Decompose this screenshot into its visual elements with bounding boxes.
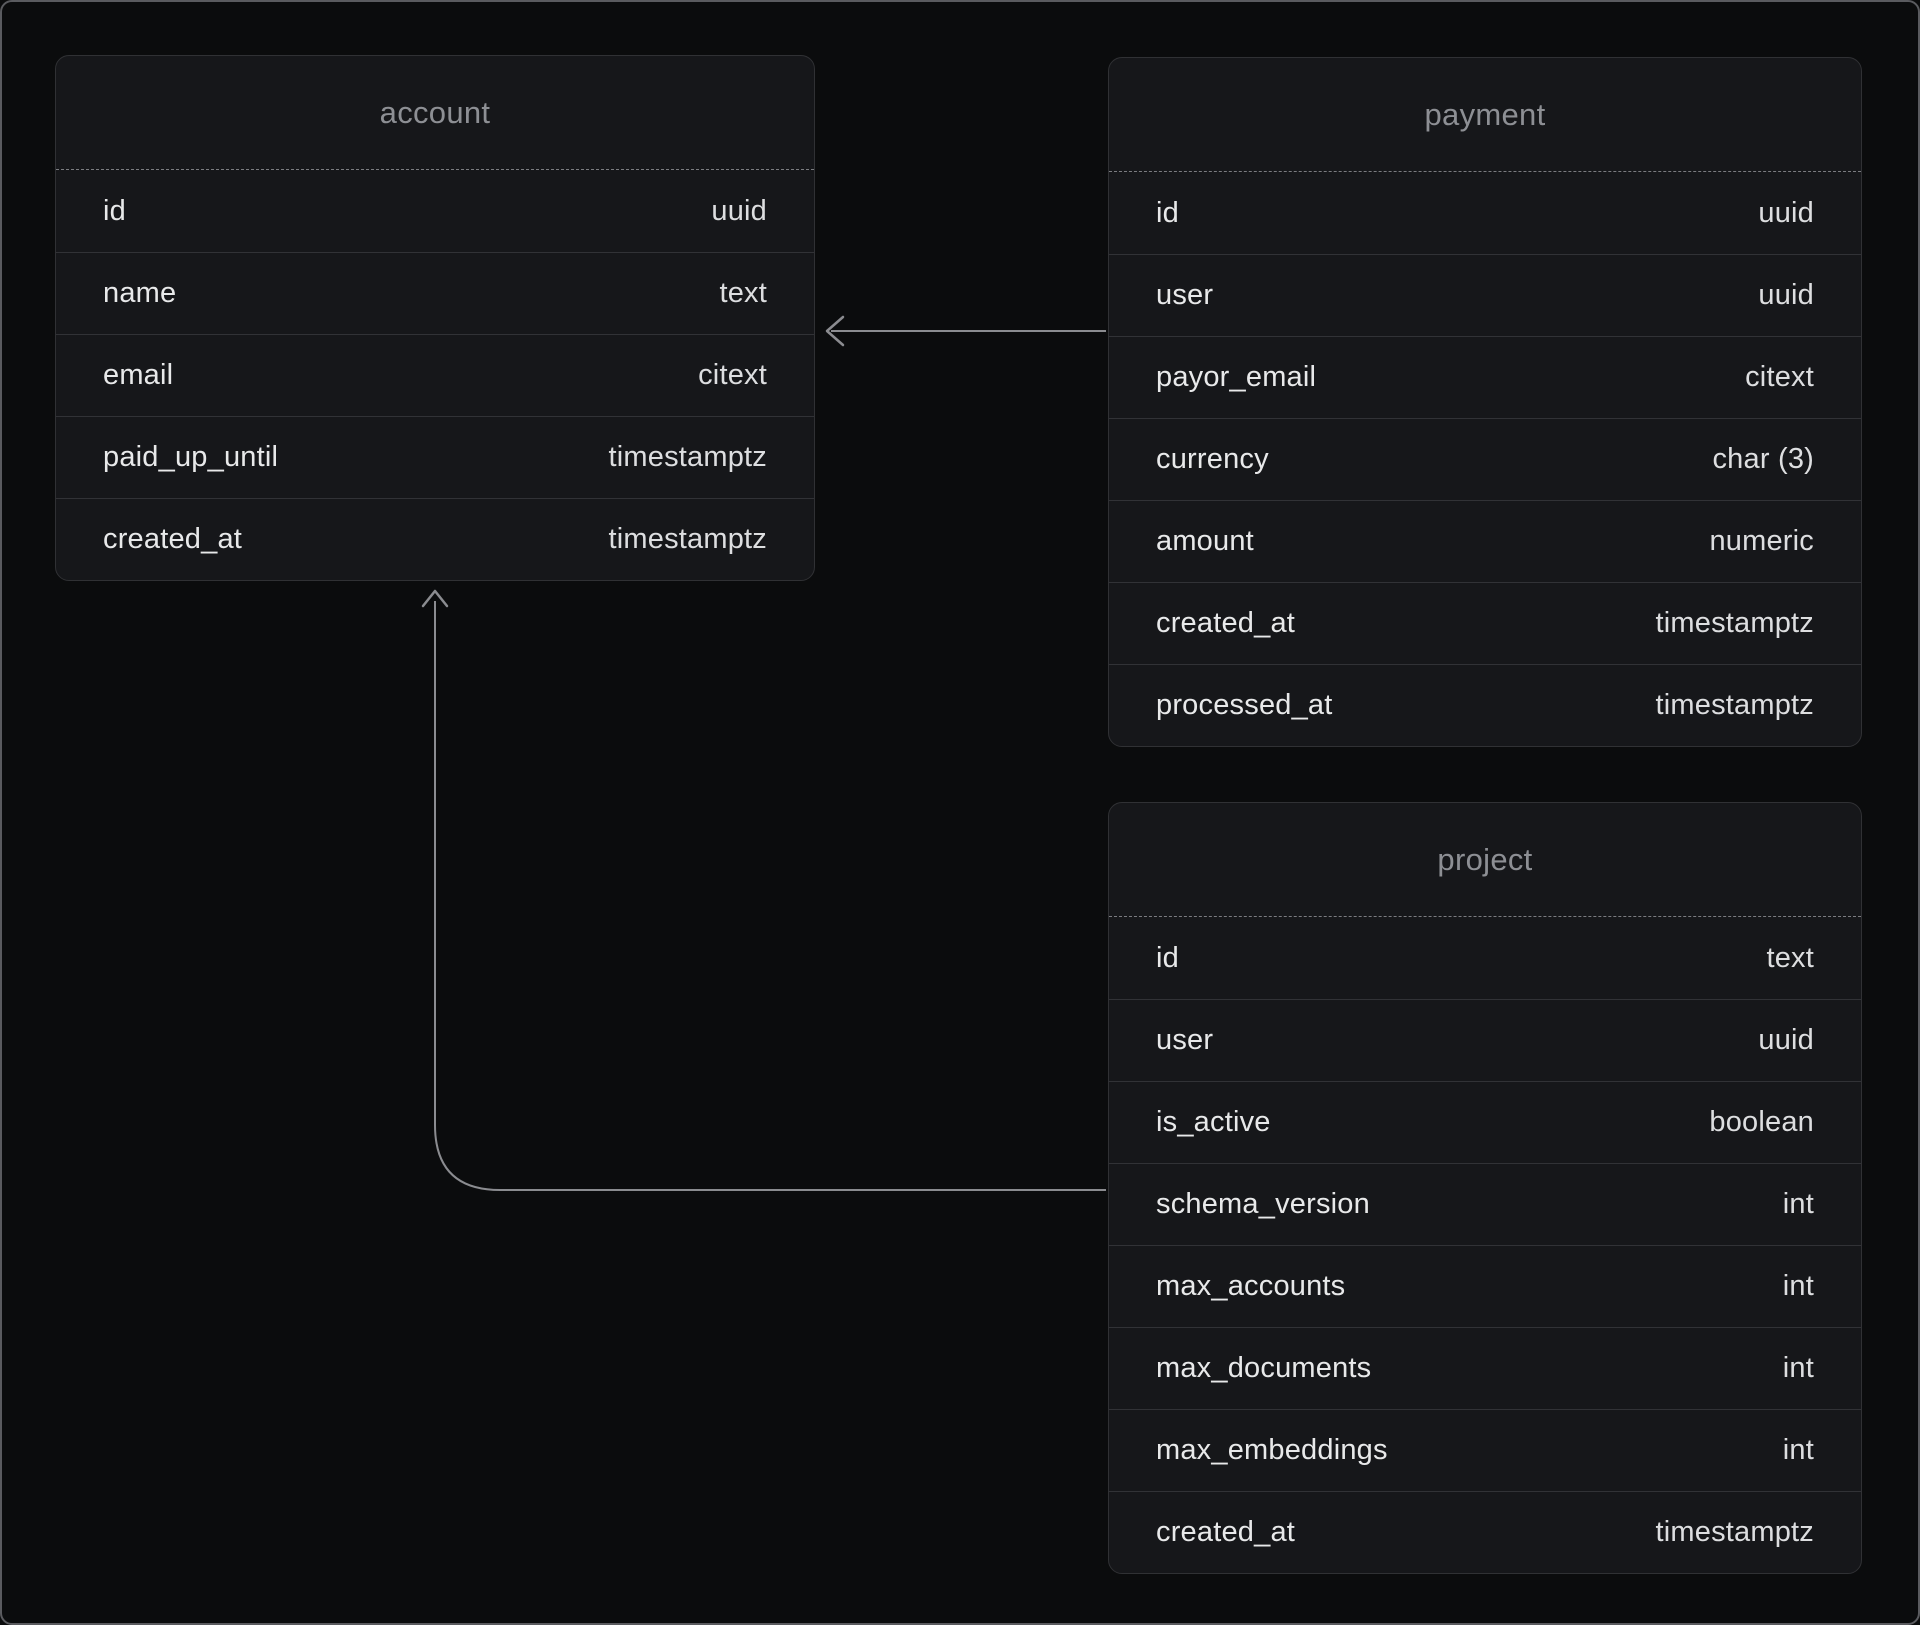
table-row[interactable]: payor_email citext <box>1109 336 1861 418</box>
column-type: int <box>1782 1270 1814 1302</box>
table-row[interactable]: user uuid <box>1109 999 1861 1081</box>
table-row[interactable]: is_active boolean <box>1109 1081 1861 1163</box>
column-name: id <box>103 194 126 227</box>
column-name: is_active <box>1156 1106 1271 1138</box>
table-row[interactable]: created_at timestamptz <box>1109 1491 1861 1573</box>
table-row[interactable]: max_embeddings int <box>1109 1409 1861 1491</box>
column-name: amount <box>1156 525 1254 557</box>
column-name: user <box>1156 1024 1214 1056</box>
column-type: numeric <box>1709 525 1814 557</box>
table-title: project <box>1437 841 1533 877</box>
table-card-payment[interactable]: payment id uuid user uuid payor_email citext c… <box>1108 57 1862 747</box>
column-type: uuid <box>1758 1024 1814 1056</box>
column-type: boolean <box>1709 1106 1814 1138</box>
column-type: int <box>1782 1188 1814 1220</box>
table-row[interactable]: created_at timestamptz <box>1109 582 1861 664</box>
column-name: id <box>1156 196 1179 229</box>
relationship-arrow-project-account <box>421 589 1106 1191</box>
table-row[interactable]: schema_version int <box>1109 1163 1861 1245</box>
table-title: account <box>379 94 491 130</box>
table-card-account[interactable]: account id uuid name text email citext paid_up… <box>55 55 815 581</box>
column-type: citext <box>1745 361 1814 393</box>
table-title: payment <box>1424 96 1546 132</box>
column-name: user <box>1156 279 1214 311</box>
column-type: timestamptz <box>608 441 767 473</box>
column-type: timestamptz <box>1655 689 1814 721</box>
table-row[interactable]: max_documents int <box>1109 1327 1861 1409</box>
column-name: schema_version <box>1156 1188 1370 1220</box>
column-type: uuid <box>1758 196 1814 229</box>
column-name: paid_up_until <box>103 441 279 473</box>
column-type: text <box>719 277 767 309</box>
column-type: int <box>1782 1352 1814 1384</box>
table-card-project[interactable]: project id text user uuid is_active boolean sc… <box>1108 802 1862 1574</box>
table-columns: id text user uuid is_active boolean schema_ver… <box>1109 917 1861 1573</box>
column-type: timestamptz <box>1655 1516 1814 1548</box>
column-name: name <box>103 277 177 309</box>
column-name: created_at <box>1156 1516 1296 1548</box>
column-type: uuid <box>1758 279 1814 311</box>
table-row[interactable]: currency char (3) <box>1109 418 1861 500</box>
table-row[interactable]: amount numeric <box>1109 500 1861 582</box>
table-row[interactable]: user uuid <box>1109 254 1861 336</box>
column-name: processed_at <box>1156 689 1333 721</box>
column-type: citext <box>698 359 767 391</box>
column-type: uuid <box>711 194 767 227</box>
column-name: max_documents <box>1156 1352 1372 1384</box>
table-header[interactable]: project <box>1109 803 1861 917</box>
table-row[interactable]: email citext <box>56 334 814 416</box>
column-type: timestamptz <box>608 523 767 555</box>
table-row[interactable]: max_accounts int <box>1109 1245 1861 1327</box>
column-name: created_at <box>1156 607 1296 639</box>
column-name: created_at <box>103 523 243 555</box>
table-row[interactable]: created_at timestamptz <box>56 498 814 580</box>
column-name: max_accounts <box>1156 1270 1346 1302</box>
table-row[interactable]: id uuid <box>56 170 814 252</box>
column-name: max_embeddings <box>1156 1434 1388 1466</box>
column-type: text <box>1766 941 1814 974</box>
column-name: email <box>103 359 174 391</box>
column-name: id <box>1156 941 1179 974</box>
column-type: timestamptz <box>1655 607 1814 639</box>
table-header[interactable]: account <box>56 56 814 170</box>
table-row[interactable]: name text <box>56 252 814 334</box>
table-row[interactable]: id text <box>1109 917 1861 999</box>
column-type: int <box>1782 1434 1814 1466</box>
table-header[interactable]: payment <box>1109 58 1861 172</box>
table-row[interactable]: processed_at timestamptz <box>1109 664 1861 746</box>
column-name: payor_email <box>1156 361 1317 393</box>
table-row[interactable]: id uuid <box>1109 172 1861 254</box>
table-row[interactable]: paid_up_until timestamptz <box>56 416 814 498</box>
column-name: currency <box>1156 443 1269 475</box>
relationship-arrow-payment-account <box>825 315 1106 347</box>
column-type: char (3) <box>1712 443 1814 475</box>
